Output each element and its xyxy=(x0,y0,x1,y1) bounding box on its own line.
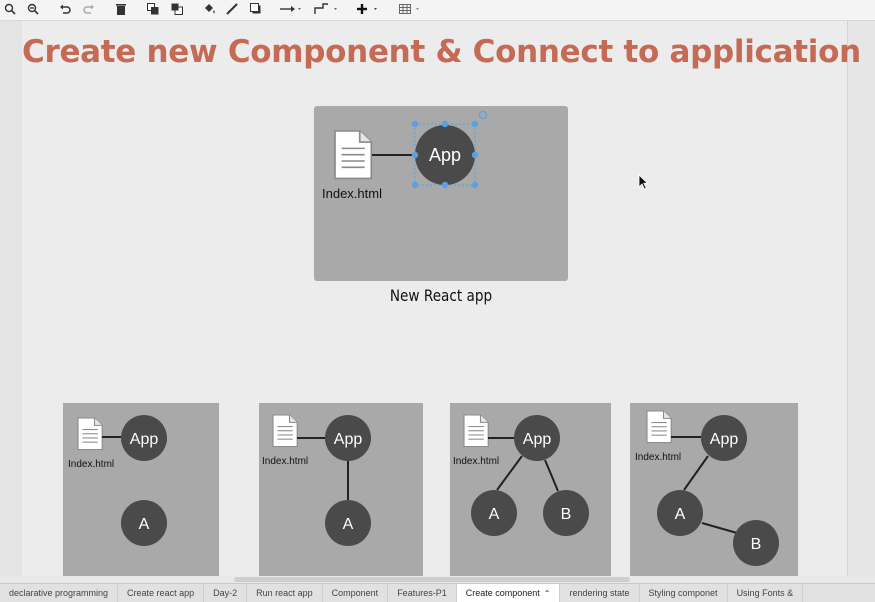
rotate-handle-icon xyxy=(478,110,488,120)
app-node-label: App xyxy=(429,145,461,165)
file-icon xyxy=(77,417,103,451)
component-node-label: B xyxy=(751,536,762,553)
small-diagram-4[interactable]: App Index.html A B xyxy=(630,403,798,576)
file-label: Index.html xyxy=(68,459,114,470)
component-node-label: A xyxy=(343,516,354,533)
component-node-a[interactable] xyxy=(471,490,517,536)
file-label: Index.html xyxy=(635,452,681,463)
fill-color-icon[interactable] xyxy=(202,1,216,17)
tab-create-react-app[interactable]: Create react app xyxy=(118,584,205,602)
tab-declarative-programming[interactable]: declarative programming xyxy=(0,584,119,602)
redo-icon[interactable] xyxy=(82,1,96,17)
tab-create-component[interactable]: Create component⌃ xyxy=(456,584,561,602)
file-icon xyxy=(334,130,373,180)
component-node-label: A xyxy=(675,506,686,523)
app-node[interactable] xyxy=(514,415,560,461)
main-panel[interactable] xyxy=(314,106,568,281)
small-diagram-1[interactable]: App Index.html A xyxy=(63,403,219,576)
app-node[interactable] xyxy=(415,125,475,185)
table-icon[interactable] xyxy=(399,1,423,17)
tab-label: Using Fonts & xyxy=(736,588,794,598)
horizontal-scrollbar[interactable] xyxy=(234,577,630,582)
line-color-icon[interactable] xyxy=(224,1,240,17)
zoom-out-icon[interactable] xyxy=(26,1,40,17)
waypoints-icon[interactable] xyxy=(314,1,338,17)
selection-handles[interactable] xyxy=(411,110,488,189)
tab-component[interactable]: Component xyxy=(323,584,389,602)
tab-label: declarative programming xyxy=(9,588,109,598)
vertical-scrollbar[interactable] xyxy=(847,21,875,576)
tab-features-p1[interactable]: Features-P1 xyxy=(388,584,457,602)
tab-label: Create component xyxy=(465,588,540,598)
left-rail xyxy=(0,21,22,576)
connection-icon[interactable] xyxy=(280,1,302,17)
tab-label: Create react app xyxy=(127,588,195,598)
file-icon xyxy=(272,414,298,448)
slide-title: Create new Component & Connect to applic… xyxy=(22,34,861,70)
tab-label: Component xyxy=(331,588,379,598)
tab-run-react-app[interactable]: Run react app xyxy=(247,584,323,602)
app-node[interactable] xyxy=(701,415,747,461)
tab-label: Run react app xyxy=(256,588,313,598)
component-node-label: B xyxy=(561,506,572,523)
to-back-icon[interactable] xyxy=(170,1,184,17)
small-diagram-2[interactable]: App Index.html A xyxy=(259,403,423,576)
component-node-b[interactable] xyxy=(543,490,589,536)
tab-rendering-state[interactable]: rendering state xyxy=(560,584,640,602)
file-icon xyxy=(463,414,489,448)
component-node-a[interactable] xyxy=(121,500,167,546)
component-node-label: A xyxy=(489,506,500,523)
file-label: Index.html xyxy=(262,456,308,467)
toolbar xyxy=(0,0,875,21)
main-diagram[interactable]: App Index.html xyxy=(314,106,568,281)
app-node-label: App xyxy=(130,431,159,448)
component-node-a[interactable] xyxy=(657,490,703,536)
undo-icon[interactable] xyxy=(58,1,72,17)
tab-styling-componet[interactable]: Styling componet xyxy=(640,584,728,602)
tab-day-2[interactable]: Day-2 xyxy=(204,584,248,602)
delete-icon[interactable] xyxy=(114,1,128,17)
tab-label: rendering state xyxy=(569,588,630,598)
app-node[interactable] xyxy=(325,415,371,461)
caret-up-icon[interactable]: ⌃ xyxy=(543,588,551,598)
to-front-icon[interactable] xyxy=(146,1,160,17)
file-label: Index.html xyxy=(322,186,382,201)
app-node-label: App xyxy=(334,431,363,448)
app-node[interactable] xyxy=(121,415,167,461)
tab-using-fonts[interactable]: Using Fonts & xyxy=(728,584,804,602)
tab-label: Day-2 xyxy=(213,588,238,598)
page-tabs: declarative programming Create react app… xyxy=(0,583,875,602)
component-node-label: A xyxy=(139,516,150,533)
component-node-a[interactable] xyxy=(325,500,371,546)
file-label: Index.html xyxy=(453,456,499,467)
insert-icon[interactable] xyxy=(356,1,382,17)
mouse-cursor-icon xyxy=(638,174,649,190)
app-node-label: App xyxy=(710,431,739,448)
app-node-label: App xyxy=(523,431,552,448)
shadow-icon[interactable] xyxy=(249,1,263,17)
component-node-b[interactable] xyxy=(733,520,779,566)
small-diagram-3[interactable]: App Index.html A B xyxy=(450,403,611,576)
file-icon xyxy=(646,410,672,444)
tab-label: Features-P1 xyxy=(397,588,447,598)
main-diagram-caption: New React app xyxy=(389,286,493,305)
zoom-in-icon[interactable] xyxy=(3,1,17,17)
tab-label: Styling componet xyxy=(648,588,718,598)
